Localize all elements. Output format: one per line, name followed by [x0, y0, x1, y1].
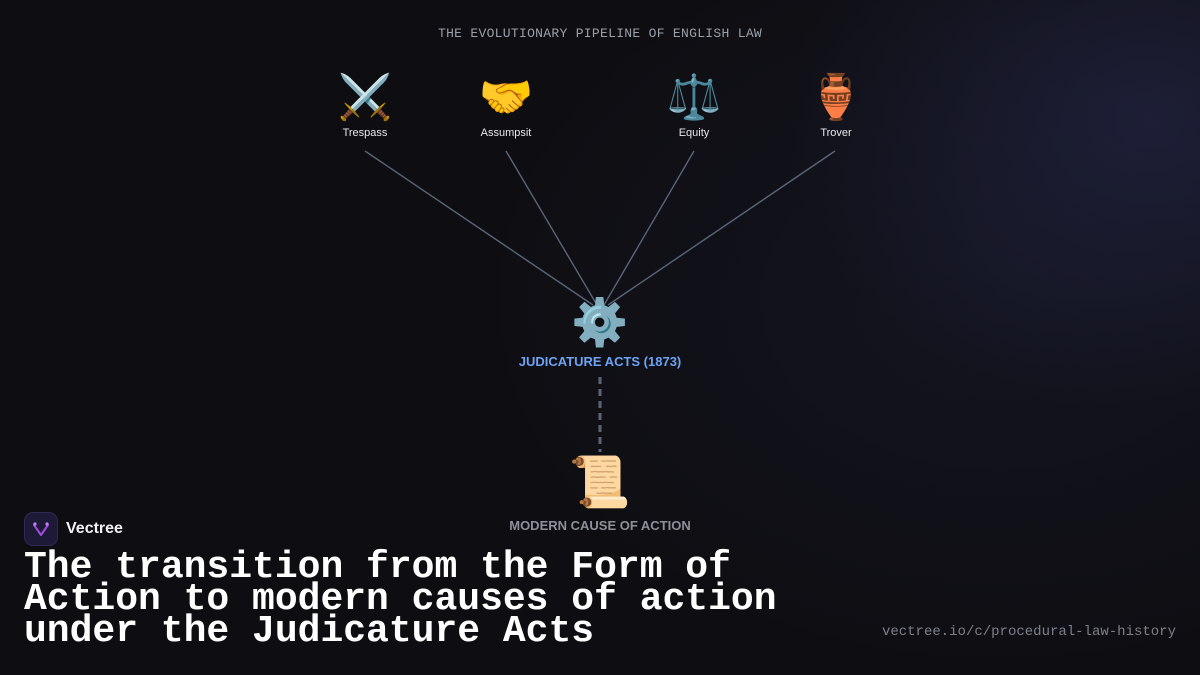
source-node-equity: ⚖️ Equity [624, 73, 764, 139]
scroll-icon: 📜 [568, 454, 632, 510]
hub-label: JUDICATURE ACTS (1873) [518, 354, 682, 369]
connector-trespass [364, 150, 594, 306]
source-label-trespass: Trespass [342, 127, 388, 139]
brand: Vectree [24, 512, 123, 546]
hub-node-judicature-acts: ⚙️ JUDICATURE ACTS (1873) [450, 296, 750, 369]
result-node-modern-cause: 📜 MODERN CAUSE OF ACTION [450, 454, 750, 533]
source-label-trover: Trover [820, 127, 852, 139]
brand-name: Vectree [66, 520, 123, 537]
handshake-icon: 🤝 [478, 73, 534, 122]
amphora-icon: 🏺 [808, 73, 864, 122]
source-node-trespass: ⚔️ Trespass [295, 73, 435, 139]
result-label: MODERN CAUSE OF ACTION [509, 518, 691, 533]
gear-icon: ⚙️ [571, 296, 629, 348]
connector-assumpsit [505, 150, 598, 306]
source-label-equity: Equity [678, 127, 710, 139]
source-node-assumpsit: 🤝 Assumpsit [436, 73, 576, 139]
vectree-logo-icon [24, 512, 58, 546]
crossed-swords-icon: ⚔️ [337, 73, 393, 122]
source-node-trover: 🏺 Trover [766, 73, 906, 139]
connector-equity [603, 150, 695, 306]
source-label-assumpsit: Assumpsit [480, 127, 532, 139]
diagram-title: THE EVOLUTIONARY PIPELINE OF ENGLISH LAW [437, 26, 763, 41]
headline: The transition from the Form of Action t… [24, 546, 777, 653]
scales-icon: ⚖️ [666, 73, 722, 122]
vectree-logo-mark [33, 522, 49, 536]
connector-trover [607, 150, 836, 306]
source-url[interactable]: vectree.io/c/procedural-law-history [881, 624, 1176, 640]
